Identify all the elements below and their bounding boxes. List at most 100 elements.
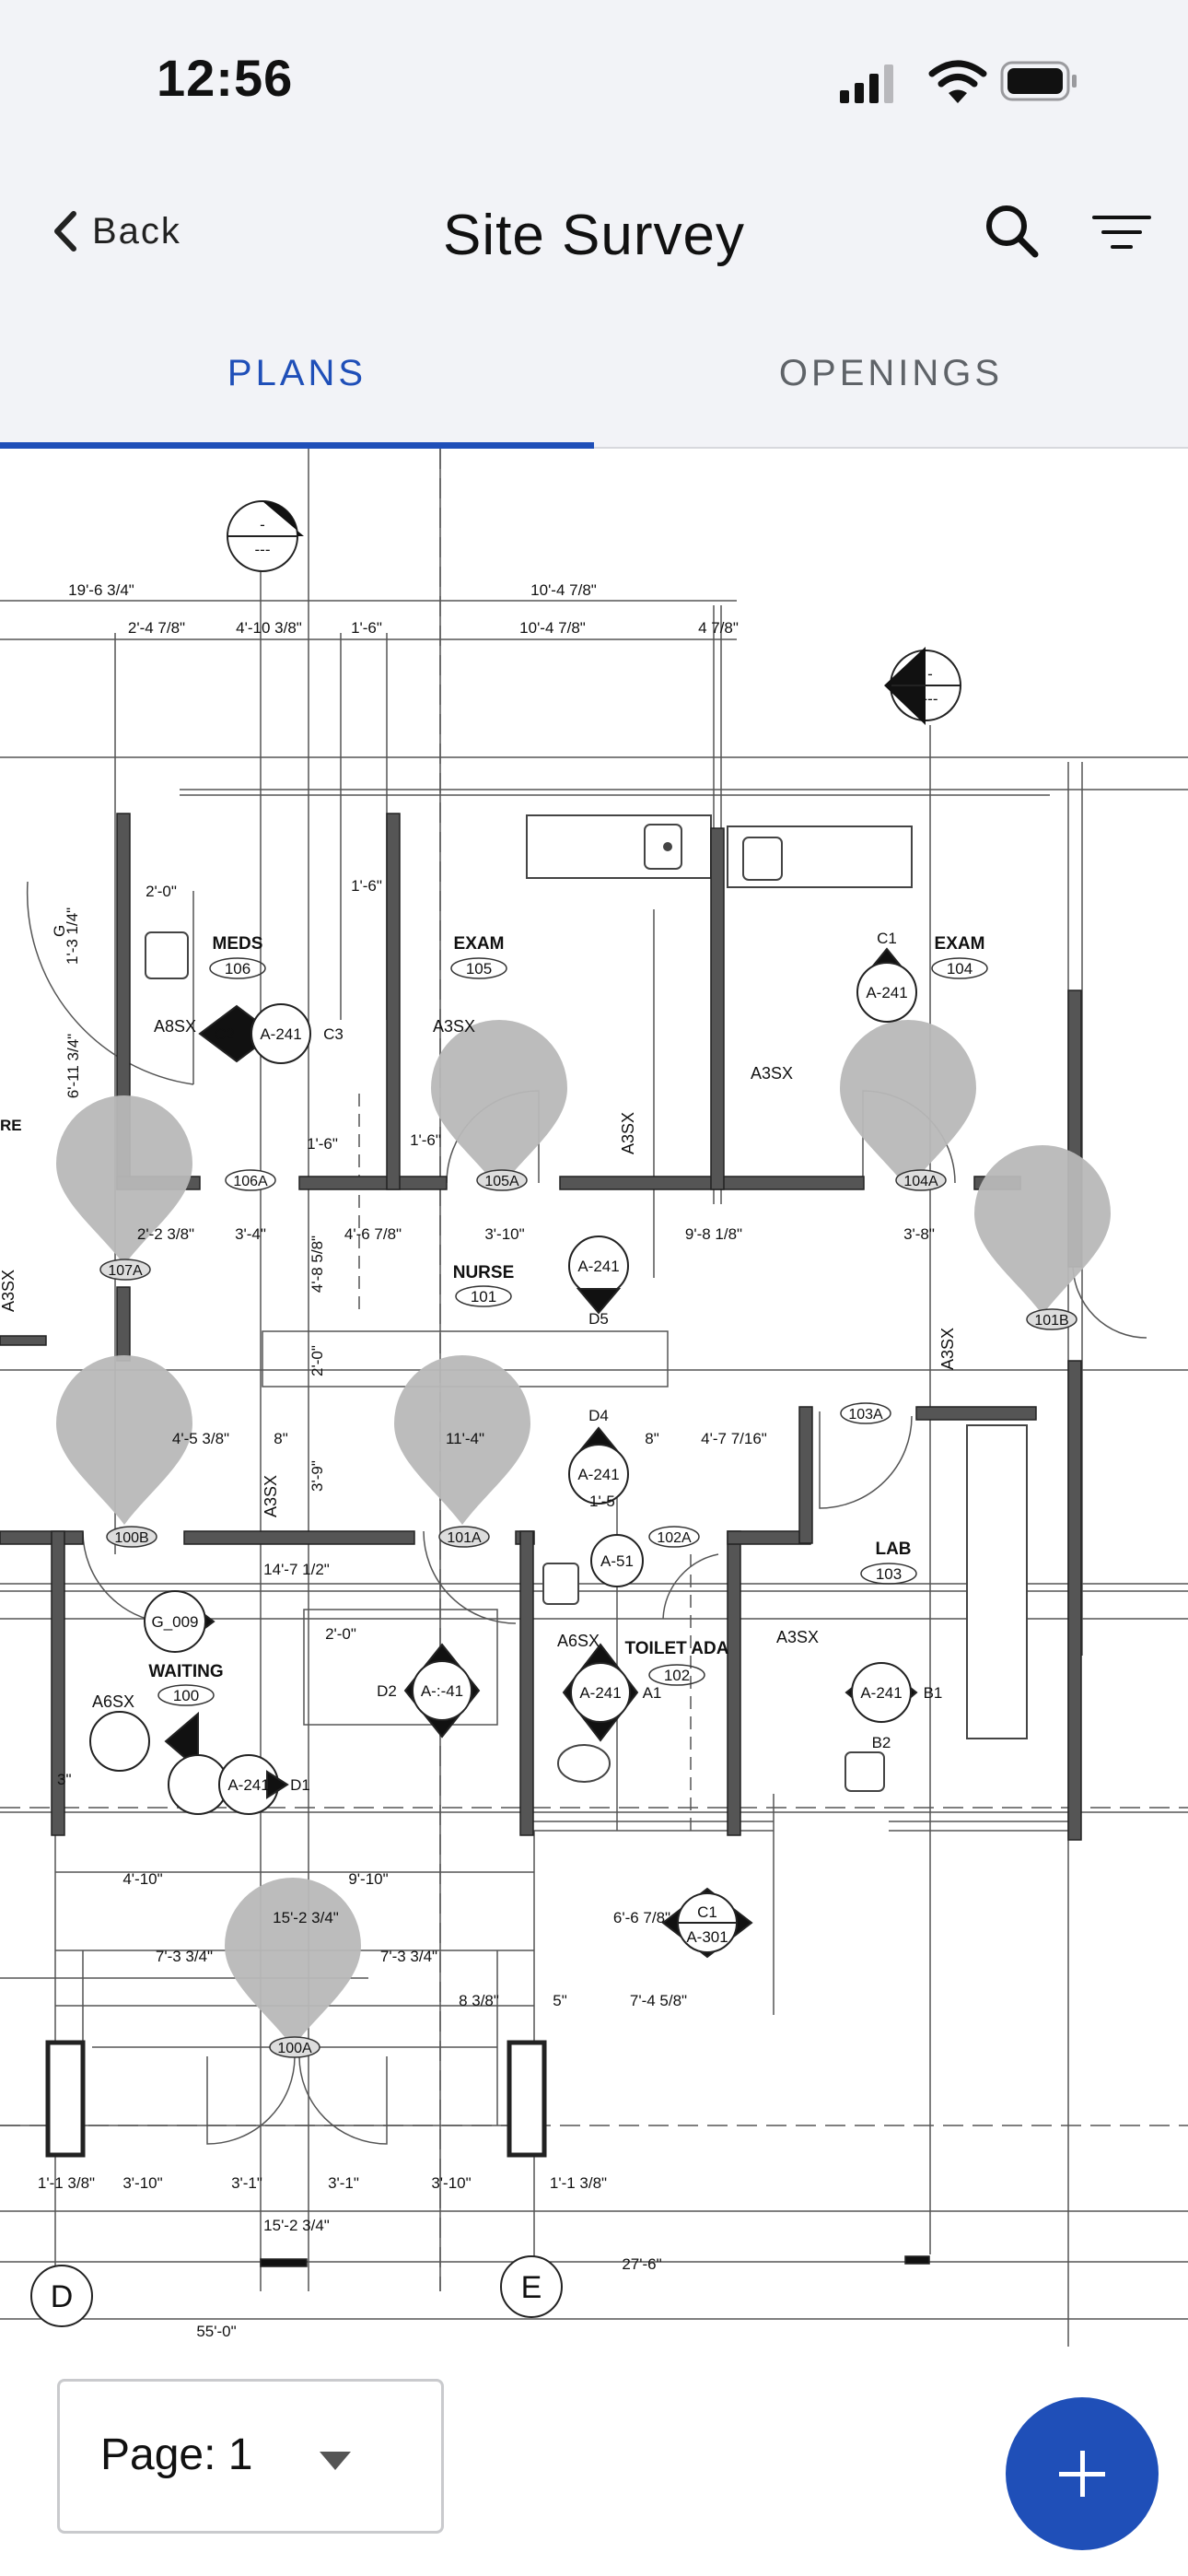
svg-text:2'-2 3/8": 2'-2 3/8" — [137, 1225, 194, 1243]
svg-text:106A: 106A — [233, 1174, 268, 1189]
svg-text:A-:-41: A-:-41 — [421, 1682, 463, 1700]
room-name: EXAM — [935, 934, 985, 954]
page-title: Site Survey — [442, 204, 746, 267]
door-tags: 106A 105A 104A 107A 101B 103A 100B 101A … — [99, 1169, 1077, 2058]
svg-text:D2: D2 — [377, 1682, 397, 1700]
svg-text:A-51: A-51 — [600, 1552, 634, 1570]
svg-text:A3SX: A3SX — [751, 1064, 793, 1083]
svg-text:A6SX: A6SX — [92, 1692, 134, 1711]
svg-text:103A: 103A — [848, 1407, 883, 1423]
svg-text:D1: D1 — [290, 1776, 310, 1794]
svg-text:3'-1": 3'-1" — [231, 2174, 262, 2192]
svg-text:3'-1": 3'-1" — [328, 2174, 359, 2192]
svg-text:---: --- — [255, 541, 271, 558]
svg-text:4'-5 3/8": 4'-5 3/8" — [172, 1430, 229, 1447]
svg-text:3'-8": 3'-8" — [903, 1225, 935, 1243]
pin-100a — [225, 1878, 361, 2047]
tab-plans[interactable]: PLANS — [227, 353, 367, 393]
svg-text:4 7/8": 4 7/8" — [698, 619, 739, 637]
pin-104a — [840, 1020, 976, 1189]
grid-bubble-d: D — [51, 2279, 74, 2314]
svg-text:A3SX: A3SX — [938, 1328, 957, 1370]
svg-text:10'-4 7/8": 10'-4 7/8" — [530, 581, 597, 599]
svg-text:7'-3 3/4": 7'-3 3/4" — [380, 1948, 437, 1965]
svg-text:3'-4": 3'-4" — [235, 1225, 266, 1243]
room-number: 103 — [876, 1565, 902, 1583]
svg-text:2'-0": 2'-0" — [309, 1345, 326, 1376]
callout-d2: A-:-41 D2 — [377, 1643, 481, 1739]
room-name: MEDS — [213, 934, 263, 954]
battery-icon — [1000, 61, 1077, 101]
tab-bar: PLANS OPENINGS — [0, 313, 1188, 449]
svg-text:4'-6 7/8": 4'-6 7/8" — [344, 1225, 402, 1243]
svg-text:15'-2 3/4": 15'-2 3/4" — [273, 1909, 339, 1926]
svg-text:4'-10": 4'-10" — [122, 1870, 162, 1888]
svg-text:A1: A1 — [643, 1684, 662, 1702]
svg-text:1'-6": 1'-6" — [410, 1131, 441, 1149]
svg-text:A8SX: A8SX — [154, 1017, 196, 1036]
svg-text:6'-11 3/4": 6'-11 3/4" — [64, 1034, 82, 1098]
svg-text:8": 8" — [645, 1430, 659, 1447]
room-number: 105 — [466, 960, 492, 978]
svg-text:102A: 102A — [657, 1530, 692, 1546]
svg-text:C3: C3 — [323, 1025, 344, 1043]
svg-text:4'-7 7/16": 4'-7 7/16" — [701, 1430, 767, 1447]
svg-text:27'-6": 27'-6" — [622, 2255, 661, 2273]
floor-plan[interactable]: MEDS EXAM EXAM NURSE LAB TOILET ADA WAIT… — [0, 449, 1188, 2351]
back-button[interactable]: Back — [52, 210, 181, 252]
room-labels: MEDS EXAM EXAM NURSE LAB TOILET ADA WAIT… — [148, 934, 984, 1681]
svg-text:-: - — [260, 516, 265, 533]
svg-text:A-241: A-241 — [577, 1258, 619, 1275]
svg-text:3": 3" — [57, 1771, 72, 1788]
callout-d4: A-241 D4 — [568, 1407, 629, 1505]
svg-text:101A: 101A — [447, 1530, 482, 1546]
room-number: 100 — [173, 1687, 199, 1704]
status-time: 12:56 — [157, 49, 294, 107]
svg-text:7'-4 5/8": 7'-4 5/8" — [630, 1992, 687, 2009]
svg-text:A-241: A-241 — [227, 1776, 269, 1794]
svg-text:C2: C2 — [215, 1025, 235, 1043]
svg-text:C1: C1 — [877, 930, 897, 947]
svg-text:A3SX: A3SX — [0, 1270, 17, 1312]
svg-text:7'-3 3/4": 7'-3 3/4" — [156, 1948, 213, 1965]
svg-text:4'-8 5/8": 4'-8 5/8" — [309, 1235, 326, 1293]
svg-text:A6SX: A6SX — [557, 1632, 600, 1650]
callout-d1: A-241 D1 — [89, 1711, 310, 1815]
svg-text:1'-1 3/8": 1'-1 3/8" — [550, 2174, 607, 2192]
add-button[interactable] — [1006, 2397, 1159, 2550]
svg-text:100B: 100B — [114, 1530, 148, 1546]
pin-105a — [431, 1020, 567, 1189]
svg-text:19'-6 3/4": 19'-6 3/4" — [68, 581, 134, 599]
room-name: WAITING — [148, 1662, 223, 1681]
svg-text:1'-1 3/8": 1'-1 3/8" — [38, 2174, 95, 2192]
floor-plan-viewer[interactable]: MEDS EXAM EXAM NURSE LAB TOILET ADA WAIT… — [0, 449, 1188, 2351]
dimension-labels: 19'-6 3/4" 10'-4 7/8" 2'-4 7/8" 4'-10 3/… — [38, 581, 935, 2340]
svg-text:D4: D4 — [588, 1407, 609, 1424]
svg-text:55'-0": 55'-0" — [196, 2323, 236, 2340]
svg-text:A-301: A-301 — [686, 1928, 728, 1946]
room-number: 106 — [225, 960, 250, 978]
status-bar: 12:56 — [0, 0, 1188, 166]
chevron-left-icon — [54, 211, 76, 252]
filter-icon — [1092, 216, 1151, 249]
search-button[interactable] — [984, 203, 1041, 264]
svg-text:G_009: G_009 — [151, 1613, 198, 1631]
svg-text:3'-10": 3'-10" — [122, 2174, 162, 2192]
svg-text:9'-8 1/8": 9'-8 1/8" — [685, 1225, 742, 1243]
room-number: 104 — [947, 960, 973, 978]
callout-a301: C1 A-301 — [661, 1887, 753, 1959]
page-select[interactable]: Page: 1 — [57, 2379, 444, 2534]
svg-text:15'-2 3/4": 15'-2 3/4" — [263, 2217, 330, 2234]
svg-text:2'-4 7/8": 2'-4 7/8" — [128, 619, 185, 637]
svg-text:14'-7 1/2": 14'-7 1/2" — [263, 1561, 330, 1578]
svg-text:A3SX: A3SX — [619, 1112, 637, 1154]
filter-button[interactable] — [1092, 214, 1151, 259]
svg-text:2'-0": 2'-0" — [146, 883, 177, 900]
plus-icon-vertical — [1080, 2451, 1085, 2497]
svg-text:A-241: A-241 — [866, 984, 907, 1001]
svg-text:107A: 107A — [108, 1263, 143, 1279]
callout-a1: A-241 A1 — [562, 1643, 662, 1742]
svg-text:---: --- — [923, 690, 938, 708]
tab-openings[interactable]: OPENINGS — [778, 353, 1004, 393]
pin-101b — [974, 1145, 1111, 1315]
